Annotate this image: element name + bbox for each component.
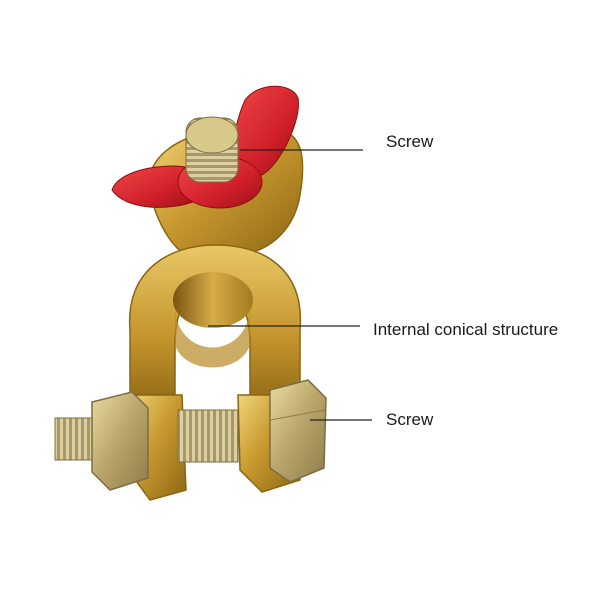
bottom-bolt [54, 379, 327, 491]
callout-internal-conical-structure: Internal conical structure [373, 320, 559, 339]
right-hex-head [269, 379, 327, 483]
callout-bottom-screw: Screw [386, 410, 434, 429]
top-screw [111, 85, 299, 209]
clamp-body [128, 244, 302, 401]
left-hex-nut [91, 391, 149, 491]
conical-bore [173, 272, 253, 328]
callout-top-screw: Screw [386, 132, 434, 151]
